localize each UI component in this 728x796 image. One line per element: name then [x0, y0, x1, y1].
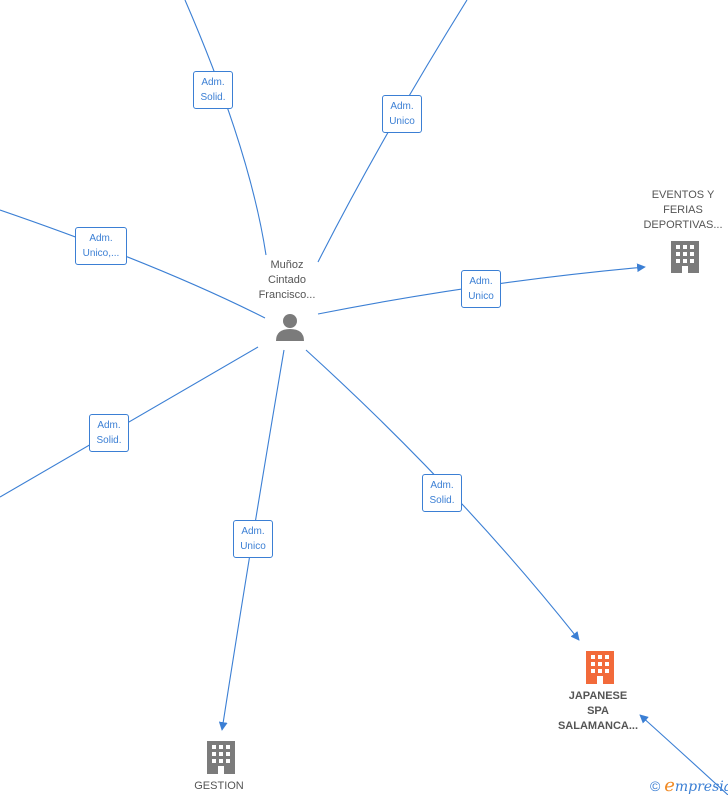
company-node-label-gestion[interactable]: GESTION [194, 780, 244, 792]
edge-left [0, 209, 266, 319]
edge-label-top-right[interactable]: Adm. Unico [382, 95, 422, 133]
edge-label-left[interactable]: Adm. Unico,... [75, 227, 127, 265]
empresia-watermark: © empresia [650, 775, 728, 796]
empresia-logo: empresia [664, 775, 728, 796]
edge-label-eventos[interactable]: Adm. Unico [461, 270, 501, 308]
edge-label-top-left[interactable]: Adm. Solid. [193, 71, 233, 109]
edge-label-lower-left[interactable]: Adm. Solid. [89, 414, 129, 452]
building-icon[interactable] [586, 651, 614, 684]
edge-label-japanese[interactable]: Adm. Solid. [422, 474, 462, 512]
person-icon[interactable] [276, 314, 304, 341]
building-icon[interactable] [207, 741, 235, 774]
person-node-label[interactable]: Muñoz Cintado Francisco... [258, 259, 316, 301]
edge-incoming-japanese [639, 714, 728, 795]
company-node-label-eventos[interactable]: EVENTOS Y FERIAS DEPORTIVAS... [643, 189, 723, 231]
edge-top-left [184, 0, 267, 256]
edge-lower-left [0, 346, 259, 498]
building-icon[interactable] [671, 241, 699, 273]
edge-label-gestion[interactable]: Adm. Unico [233, 520, 273, 558]
copyright-symbol: © [650, 778, 661, 794]
edge-top-right [317, 0, 468, 263]
company-node-label-japanese[interactable]: JAPANESE SPA SALAMANCA... [557, 690, 639, 732]
